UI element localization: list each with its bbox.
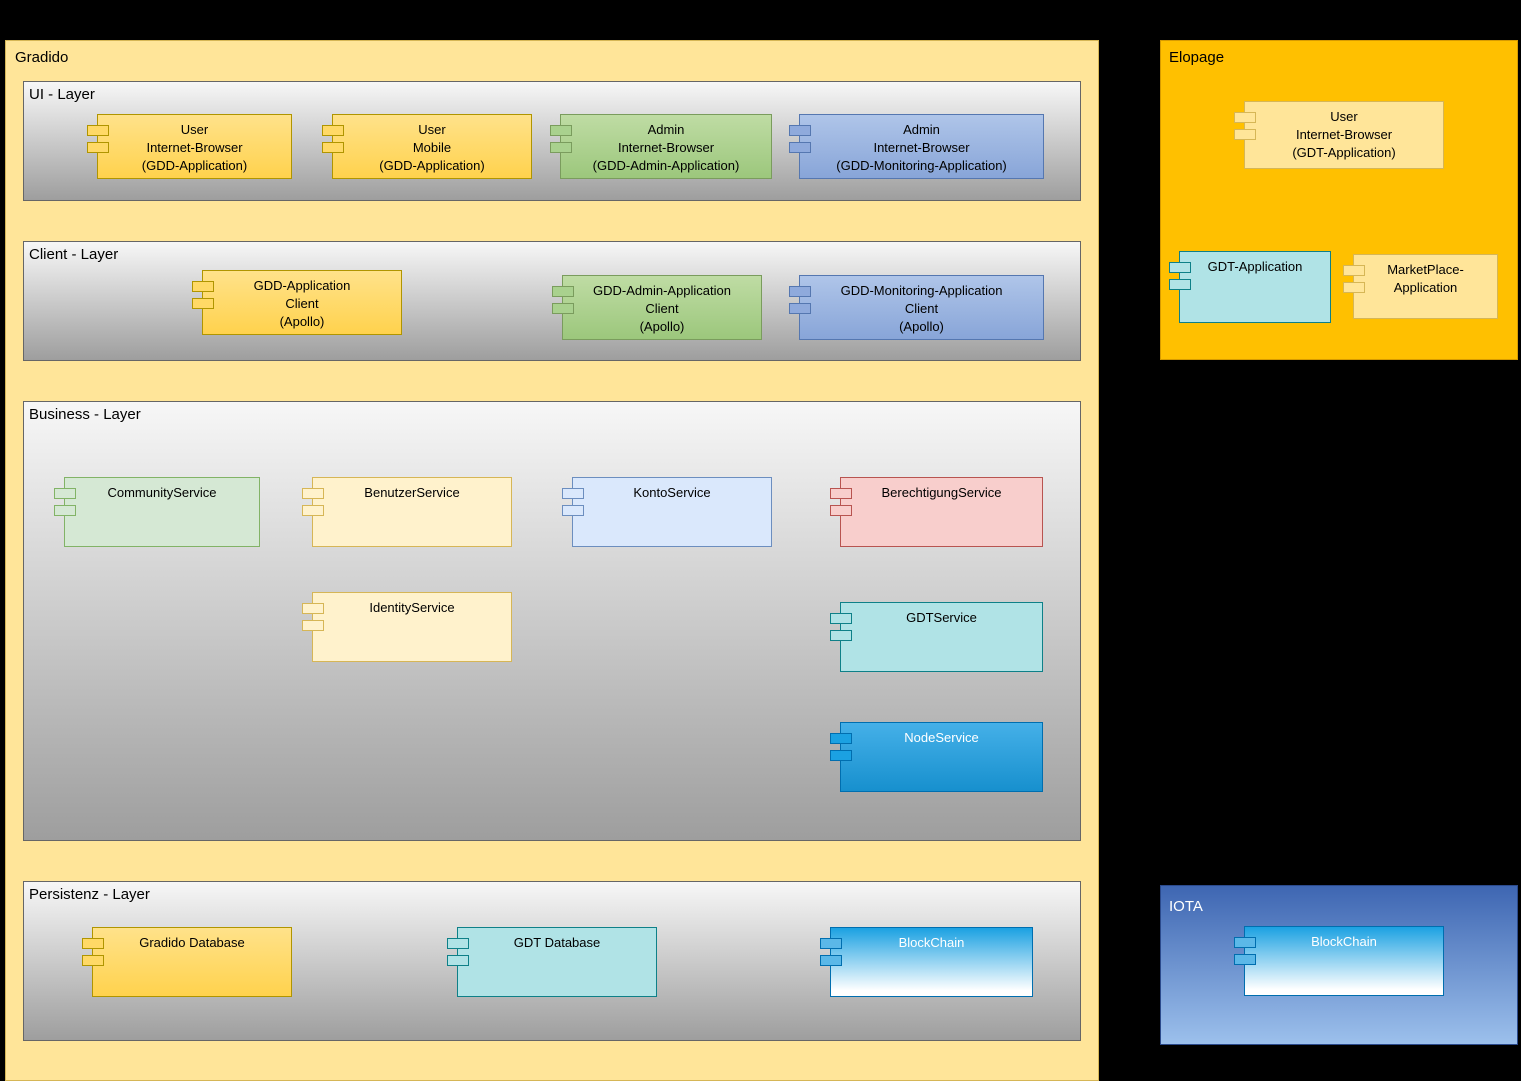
component-label: GDD-Admin-Application Client (Apollo) <box>593 283 731 334</box>
component-label: Admin Internet-Browser (GDD-Admin-Applic… <box>592 122 740 173</box>
component-label: User Mobile (GDD-Application) <box>379 122 485 173</box>
component-label: GDT-Application <box>1207 259 1303 274</box>
port-icon <box>562 488 584 499</box>
component-gdt-service[interactable]: GDTService <box>830 602 1043 672</box>
iota-label: IOTA <box>1169 898 1203 915</box>
component-label: BerechtigungService <box>881 485 1002 500</box>
component-label: User Internet-Browser (GDT-Application) <box>1292 109 1396 160</box>
component-admin-internet-browser-gdd-admin[interactable]: Admin Internet-Browser (GDD-Admin-Applic… <box>550 114 772 179</box>
port-icon <box>1169 279 1191 290</box>
component-identity-service[interactable]: IdentityService <box>302 592 512 662</box>
component-gdt-application[interactable]: GDT-Application <box>1169 251 1331 323</box>
port-icon <box>192 281 214 292</box>
port-icon <box>87 142 109 153</box>
port-icon <box>1169 262 1191 273</box>
component-konto-service[interactable]: KontoService <box>562 477 772 547</box>
business-layer-label: Business - Layer <box>29 406 141 423</box>
component-user-internet-browser-gdt[interactable]: User Internet-Browser (GDT-Application) <box>1234 101 1444 169</box>
port-icon <box>1234 937 1256 948</box>
ui-layer-label: UI - Layer <box>29 86 95 103</box>
elopage-label: Elopage <box>1169 49 1225 66</box>
persistenz-layer-label: Persistenz - Layer <box>29 886 150 903</box>
component-gradido-database[interactable]: Gradido Database <box>82 927 292 997</box>
port-icon <box>830 750 852 761</box>
client-layer[interactable]: Client - Layer GDD-Application Client (A… <box>23 241 1081 361</box>
ui-layer[interactable]: UI - Layer User Internet-Browser (GDD-Ap… <box>23 81 1081 201</box>
component-label: Admin Internet-Browser (GDD-Monitoring-A… <box>836 122 1007 173</box>
port-icon <box>550 125 572 136</box>
gradido-label: Gradido <box>15 49 69 66</box>
port-icon <box>830 505 852 516</box>
component-label: GDD-Application Client (Apollo) <box>253 278 351 329</box>
port-icon <box>192 298 214 309</box>
port-icon <box>820 955 842 966</box>
component-label: IdentityService <box>369 600 455 615</box>
component-label: MarketPlace- Application <box>1387 262 1464 295</box>
component-gdd-application-client[interactable]: GDD-Application Client (Apollo) <box>192 270 402 335</box>
component-community-service[interactable]: CommunityService <box>54 477 260 547</box>
port-icon <box>302 505 324 516</box>
port-icon <box>552 286 574 297</box>
component-label: CommunityService <box>107 485 217 500</box>
port-icon <box>302 603 324 614</box>
port-icon <box>552 303 574 314</box>
port-icon <box>54 505 76 516</box>
port-icon <box>1234 954 1256 965</box>
component-label: BlockChain <box>898 935 965 950</box>
port-icon <box>830 630 852 641</box>
port-icon <box>54 488 76 499</box>
port-icon <box>789 142 811 153</box>
component-node-service[interactable]: NodeService <box>830 722 1043 792</box>
component-label: KontoService <box>633 485 711 500</box>
port-icon <box>830 733 852 744</box>
component-label: BlockChain <box>1311 934 1377 949</box>
port-icon <box>87 125 109 136</box>
component-berechtigung-service[interactable]: BerechtigungService <box>830 477 1043 547</box>
port-icon <box>830 613 852 624</box>
elopage-container[interactable]: Elopage User Internet-Browser (GDT-Appli… <box>1160 40 1518 360</box>
component-gdt-database[interactable]: GDT Database <box>447 927 657 997</box>
port-icon <box>1234 112 1256 123</box>
iota-container[interactable]: IOTA BlockChain <box>1160 885 1518 1045</box>
port-icon <box>322 142 344 153</box>
persistenz-layer[interactable]: Persistenz - Layer Gradido Database GDT … <box>23 881 1081 1041</box>
port-icon <box>562 505 584 516</box>
port-icon <box>302 488 324 499</box>
client-layer-label: Client - Layer <box>29 246 119 263</box>
port-icon <box>447 938 469 949</box>
gradido-container[interactable]: Gradido UI - Layer User Internet-Browser… <box>5 40 1099 1081</box>
port-icon <box>1234 129 1256 140</box>
port-icon <box>820 938 842 949</box>
port-icon <box>789 125 811 136</box>
component-gdd-admin-application-client[interactable]: GDD-Admin-Application Client (Apollo) <box>552 275 762 340</box>
component-blockchain-iota[interactable]: BlockChain <box>1234 926 1444 996</box>
component-user-internet-browser-gdd[interactable]: User Internet-Browser (GDD-Application) <box>87 114 292 179</box>
port-icon <box>789 303 811 314</box>
component-label: User Internet-Browser (GDD-Application) <box>141 122 248 173</box>
port-icon <box>302 620 324 631</box>
port-icon <box>1343 265 1365 276</box>
port-icon <box>1343 282 1365 293</box>
component-benutzer-service[interactable]: BenutzerService <box>302 477 512 547</box>
component-gdd-monitoring-application-client[interactable]: GDD-Monitoring-Application Client (Apoll… <box>789 275 1044 340</box>
component-marketplace-application[interactable]: MarketPlace- Application <box>1343 254 1498 319</box>
component-label: GDD-Monitoring-Application Client (Apoll… <box>840 283 1003 334</box>
component-user-mobile-gdd[interactable]: User Mobile (GDD-Application) <box>322 114 532 179</box>
port-icon <box>322 125 344 136</box>
business-layer[interactable]: Business - Layer CommunityService Benutz… <box>23 401 1081 841</box>
component-label: BenutzerService <box>364 485 460 500</box>
component-admin-internet-browser-gdd-monitoring[interactable]: Admin Internet-Browser (GDD-Monitoring-A… <box>789 114 1044 179</box>
component-label: Gradido Database <box>139 935 245 950</box>
port-icon <box>447 955 469 966</box>
port-icon <box>82 955 104 966</box>
port-icon <box>830 488 852 499</box>
component-blockchain-gdd[interactable]: BlockChain <box>820 927 1033 997</box>
component-label: NodeService <box>904 730 979 745</box>
component-label: GDT Database <box>513 935 601 950</box>
port-icon <box>789 286 811 297</box>
port-icon <box>82 938 104 949</box>
port-icon <box>550 142 572 153</box>
component-label: GDTService <box>906 610 977 625</box>
